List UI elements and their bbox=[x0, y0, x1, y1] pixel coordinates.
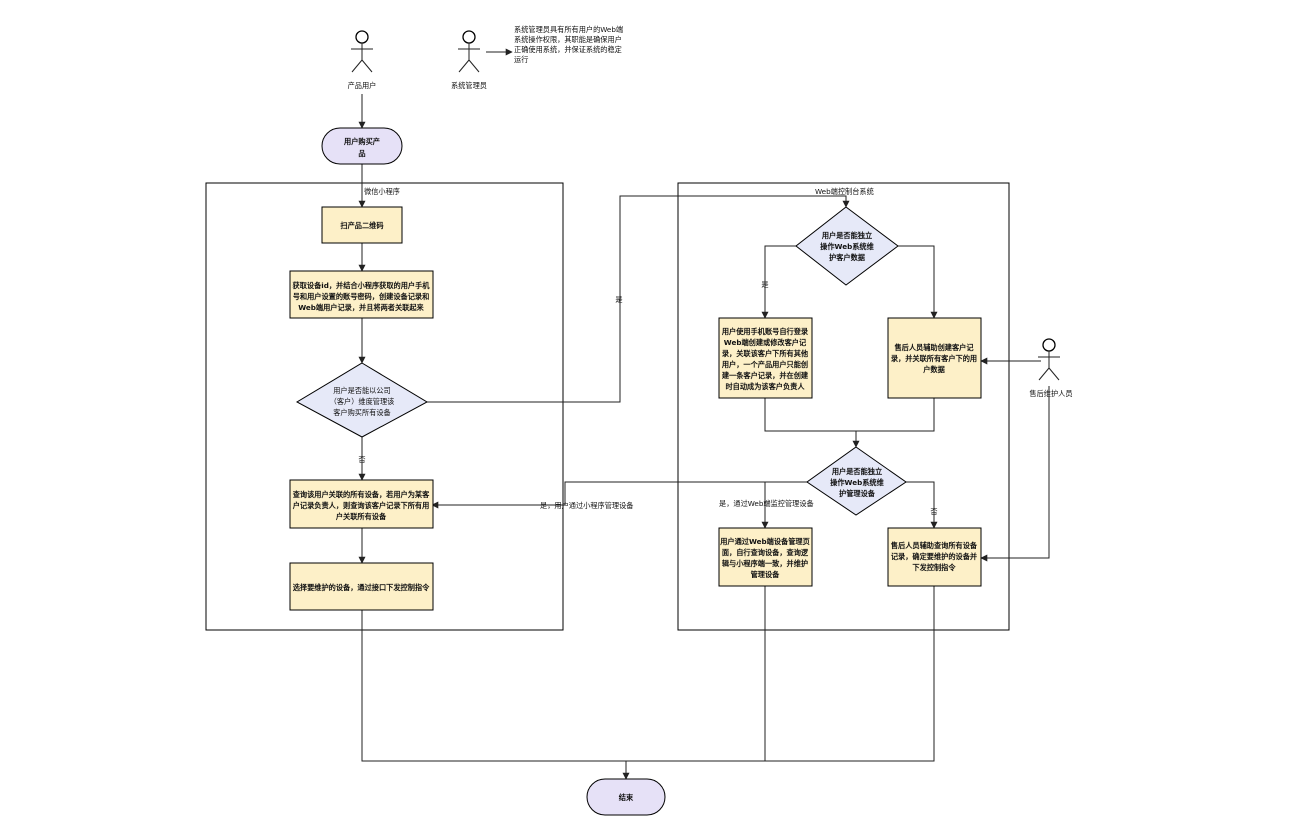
svg-text:户关联所有设备: 户关联所有设备 bbox=[336, 512, 387, 521]
svg-text:记录，确定要维护的设备并: 记录，确定要维护的设备并 bbox=[891, 552, 977, 561]
svg-text:结束: 结束 bbox=[618, 793, 634, 802]
edge-aftersalesq-end bbox=[626, 586, 935, 762]
edge-aftersales-query bbox=[980, 386, 1050, 562]
svg-text:Web端创建或修改客户记: Web端创建或修改客户记 bbox=[724, 338, 807, 347]
svg-text:用户使用手机账号自行登录: 用户使用手机账号自行登录 bbox=[721, 327, 809, 336]
swimlane-web-console: Web端控制台系统 bbox=[677, 182, 1010, 631]
svg-text:用户，一个产品用户只能创: 用户，一个产品用户只能创 bbox=[721, 360, 808, 369]
svg-text:客户购买所有设备: 客户购买所有设备 bbox=[333, 408, 391, 417]
edge-webdec-no bbox=[898, 245, 938, 319]
svg-text:辑与小程序端一致，并维护: 辑与小程序端一致，并维护 bbox=[722, 559, 808, 568]
edge-merge-right bbox=[856, 398, 935, 432]
edge-devdec-web bbox=[761, 481, 807, 529]
svg-text:售后人员辅助查询所有设备: 售后人员辅助查询所有设备 bbox=[891, 541, 978, 550]
svg-text:售后人员辅助创建客户记: 售后人员辅助创建客户记 bbox=[894, 343, 974, 352]
admin-note: 系统管理员具有所有用户的Web端 系统操作权限，其职能是确保用户 正确使用系统，… bbox=[514, 25, 623, 64]
svg-text:操作Web系统维: 操作Web系统维 bbox=[830, 478, 884, 487]
admin-note-line: 正确使用系统，并保证系统的稳定 bbox=[514, 45, 622, 54]
edge-label-no-right: 否 bbox=[930, 507, 937, 516]
node-aftersales-create: 售后人员辅助创建客户记 录，并关联所有客户下的用 户数据 bbox=[887, 317, 982, 399]
actor-aftersales-label: 售后维护人员 bbox=[1029, 389, 1072, 398]
edge-devdec-mini bbox=[431, 481, 807, 509]
edge-devdec-no bbox=[906, 481, 938, 529]
svg-text:用户购买产: 用户购买产 bbox=[343, 137, 380, 146]
svg-text:时自动成为该客户负责人: 时自动成为该客户负责人 bbox=[725, 382, 805, 391]
admin-note-line: 系统管理员具有所有用户的Web端 bbox=[514, 25, 623, 34]
svg-text:用户是否能独立: 用户是否能独立 bbox=[831, 467, 882, 476]
actor-sys-admin-label: 系统管理员 bbox=[451, 81, 487, 90]
edge-decision-to-web bbox=[427, 195, 850, 403]
node-scan-qr: 扫产品二维码 bbox=[321, 206, 403, 244]
node-user-self-register: 用户使用手机账号自行登录 Web端创建或修改客户记 录，关联该客户下所有其他 用… bbox=[718, 317, 813, 399]
admin-note-line: 运行 bbox=[514, 55, 528, 64]
node-start: 用户购买产 品 bbox=[321, 127, 403, 165]
svg-text:用户通过Web端设备管理页: 用户通过Web端设备管理页 bbox=[719, 537, 810, 546]
svg-text:下发控制指令: 下发控制指令 bbox=[912, 563, 956, 572]
svg-text:扫产品二维码: 扫产品二维码 bbox=[340, 221, 383, 230]
edge-label-yes-left: 是 bbox=[761, 280, 768, 289]
svg-text:户数据: 户数据 bbox=[923, 365, 945, 374]
svg-text:护管理设备: 护管理设备 bbox=[839, 489, 876, 498]
edge-webdec-yes bbox=[761, 245, 796, 319]
swimlane-miniprogram-title: 微信小程序 bbox=[364, 187, 400, 196]
svg-text:户记录负责人，则查询该客户记录下所有用: 户记录负责人，则查询该客户记录下所有用 bbox=[293, 501, 430, 510]
node-get-device: 获取设备id，并结合小程序获取的用户手机 号和用户设置的账号密码，创建设备记录和… bbox=[289, 270, 434, 319]
svg-text:录，关联该客户下所有其他: 录，关联该客户下所有其他 bbox=[722, 349, 809, 358]
edge-label-no: 否 bbox=[358, 455, 365, 464]
svg-text:品: 品 bbox=[358, 149, 365, 158]
actor-sys-admin: 系统管理员 bbox=[451, 30, 487, 90]
edge-label-yes-mini-manage: 是，用户通过小程序管理设备 bbox=[540, 501, 633, 510]
actor-product-user-label: 产品用户 bbox=[348, 81, 377, 90]
node-query-devices: 查询该用户关联的所有设备，若用户为某客 户记录负责人，则查询该客户记录下所有用 … bbox=[289, 479, 434, 529]
svg-text:（客户）维度管理该: （客户）维度管理该 bbox=[330, 397, 395, 406]
svg-text:用户是否能独立: 用户是否能独立 bbox=[821, 231, 872, 240]
node-decision-web-customer: 用户是否能独立 操作Web系统维 护客户数据 bbox=[795, 206, 899, 286]
node-user-web-manage: 用户通过Web端设备管理页 面，自行查询设备，查询逻 辑与小程序端一致，并维护 … bbox=[718, 527, 813, 587]
node-select-device: 选择要维护的设备，通过接口下发控制指令 bbox=[289, 562, 434, 611]
node-end: 结束 bbox=[586, 778, 666, 816]
svg-text:选择要维护的设备，通过接口下发控制指令: 选择要维护的设备，通过接口下发控制指令 bbox=[293, 583, 430, 592]
edge-select-end bbox=[361, 610, 630, 780]
svg-text:面，自行查询设备，查询逻: 面，自行查询设备，查询逻 bbox=[722, 548, 809, 557]
actor-product-user: 产品用户 bbox=[348, 30, 377, 90]
node-decision-web-device: 用户是否能独立 操作Web系统维 护管理设备 bbox=[806, 446, 907, 516]
actor-aftersales: 售后维护人员 bbox=[1029, 338, 1073, 398]
svg-text:建一条客户记录，并在创建: 建一条客户记录，并在创建 bbox=[722, 371, 809, 380]
admin-note-line: 系统操作权限，其职能是确保用户 bbox=[514, 35, 622, 44]
edge-merge-left bbox=[764, 398, 860, 448]
edge-label-yes-web-manage: 是，通过Web端监控管理设备 bbox=[719, 499, 814, 508]
edge-webmanage-end bbox=[626, 586, 766, 762]
swimlane-miniprogram: 微信小程序 bbox=[205, 182, 564, 631]
svg-text:护客户数据: 护客户数据 bbox=[829, 253, 866, 262]
svg-text:用户是否能以公司: 用户是否能以公司 bbox=[333, 386, 391, 395]
swimlane-web-console-title: Web端控制台系统 bbox=[815, 187, 874, 196]
node-aftersales-query: 售后人员辅助查询所有设备 记录，确定要维护的设备并 下发控制指令 bbox=[887, 527, 982, 587]
svg-text:号和用户设置的账号密码，创建设备记录和: 号和用户设置的账号密码，创建设备记录和 bbox=[293, 292, 430, 301]
svg-text:操作Web系统维: 操作Web系统维 bbox=[820, 242, 874, 251]
svg-text:管理设备: 管理设备 bbox=[751, 570, 781, 579]
edge-label-yes-to-web: 是 bbox=[615, 295, 622, 304]
svg-text:获取设备id，并结合小程序获取的用户手机: 获取设备id，并结合小程序获取的用户手机 bbox=[292, 281, 431, 290]
svg-text:Web端用户记录，并且将两者关联起来: Web端用户记录，并且将两者关联起来 bbox=[298, 303, 424, 312]
node-decision-mini: 用户是否能以公司 （客户）维度管理该 客户购买所有设备 bbox=[295, 362, 429, 438]
svg-text:录，并关联所有客户下的用: 录，并关联所有客户下的用 bbox=[891, 354, 977, 363]
svg-text:查询该用户关联的所有设备，若用户为某客: 查询该用户关联的所有设备，若用户为某客 bbox=[292, 490, 430, 499]
